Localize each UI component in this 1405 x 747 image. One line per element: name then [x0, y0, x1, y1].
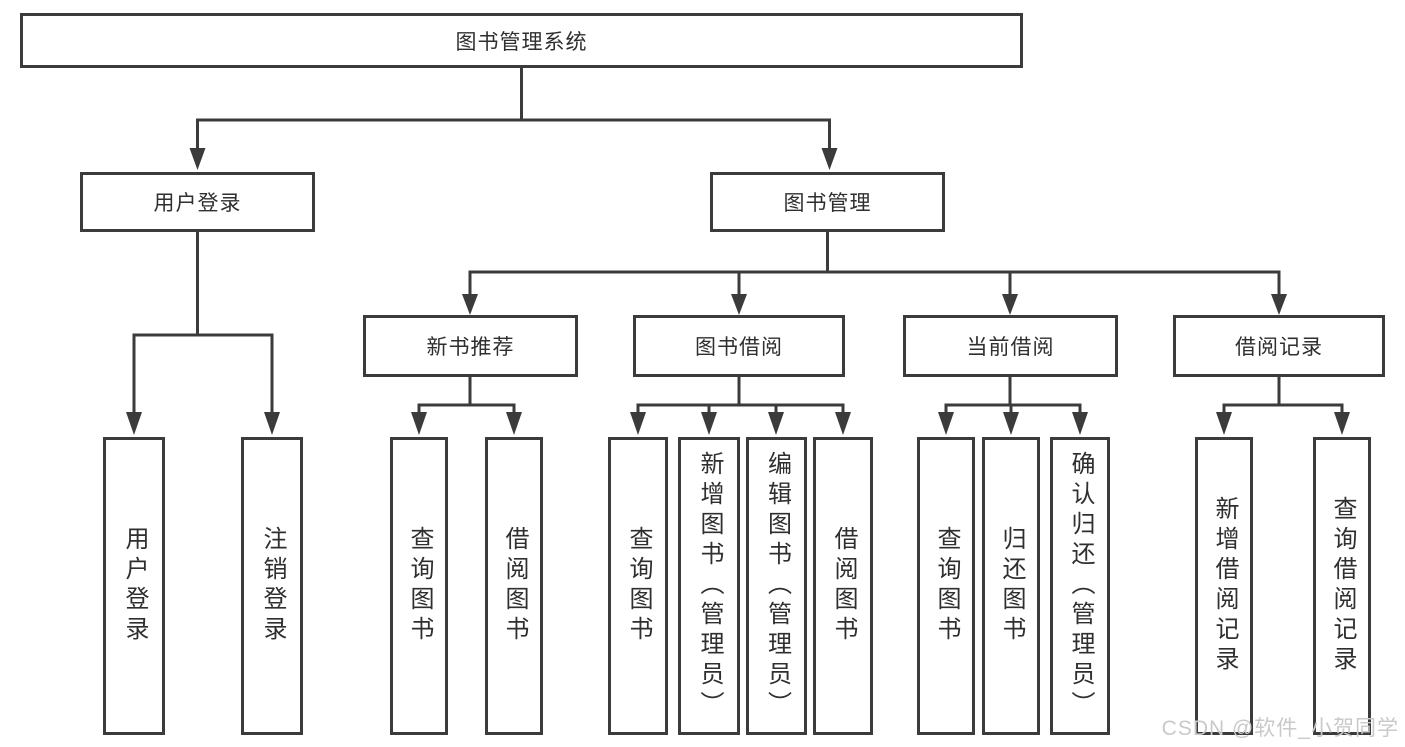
node-edit-book-admin: 编辑图书（管理员） — [746, 437, 807, 735]
node-user-login-branch: 用户登录 — [80, 172, 315, 232]
node-logout: 注销登录 — [241, 437, 303, 735]
node-label: 新书推荐 — [426, 336, 515, 359]
node-label: 查询图书 — [933, 526, 960, 646]
node-label: 新增借阅记录 — [1211, 496, 1238, 676]
node-label: 图书借阅 — [695, 336, 783, 359]
node-label: 借阅记录 — [1235, 336, 1323, 359]
node-new-book-recommendation: 新书推荐 — [363, 315, 578, 377]
node-label: 查询图书 — [625, 526, 652, 646]
node-query-books-current: 查询图书 — [917, 437, 975, 735]
node-query-books-borrowing: 查询图书 — [608, 437, 668, 735]
node-book-borrowing: 图书借阅 — [633, 315, 845, 377]
node-label: 注销登录 — [259, 526, 286, 646]
node-library-management-system: 图书管理系统 — [20, 13, 1023, 68]
node-label: 编辑图书（管理员） — [763, 451, 791, 721]
node-label: 用户登录 — [153, 192, 242, 215]
node-borrow-books-leaf: 借阅图书 — [813, 437, 873, 735]
node-current-borrowing: 当前借阅 — [903, 315, 1118, 377]
csdn-watermark: CSDN @软件_小贺同学 — [1161, 717, 1399, 740]
node-add-book-admin: 新增图书（管理员） — [678, 437, 740, 735]
node-label: 图书管理 — [783, 192, 872, 215]
node-label: 用户登录 — [121, 526, 148, 646]
node-label: 归还图书 — [998, 526, 1025, 646]
node-label: 新增图书（管理员） — [696, 451, 723, 721]
node-return-books: 归还图书 — [982, 437, 1040, 735]
node-label: 借阅图书 — [501, 526, 528, 646]
node-label: 借阅图书 — [830, 526, 857, 646]
node-label: 当前借阅 — [966, 336, 1055, 359]
node-confirm-return-admin: 确认归还（管理员） — [1050, 437, 1110, 735]
node-label: 查询图书 — [406, 526, 433, 646]
node-add-borrow-record: 新增借阅记录 — [1195, 437, 1253, 735]
node-label: 确认归还（管理员） — [1067, 451, 1094, 721]
node-query-borrow-record: 查询借阅记录 — [1313, 437, 1371, 735]
node-label: 查询借阅记录 — [1329, 496, 1356, 676]
node-query-books-recommend: 查询图书 — [390, 437, 448, 735]
node-label: 图书管理系统 — [455, 30, 588, 54]
node-book-management: 图书管理 — [710, 172, 945, 232]
node-user-login-leaf: 用户登录 — [103, 437, 165, 735]
node-borrowing-records: 借阅记录 — [1173, 315, 1385, 377]
node-borrow-books-recommend: 借阅图书 — [485, 437, 543, 735]
